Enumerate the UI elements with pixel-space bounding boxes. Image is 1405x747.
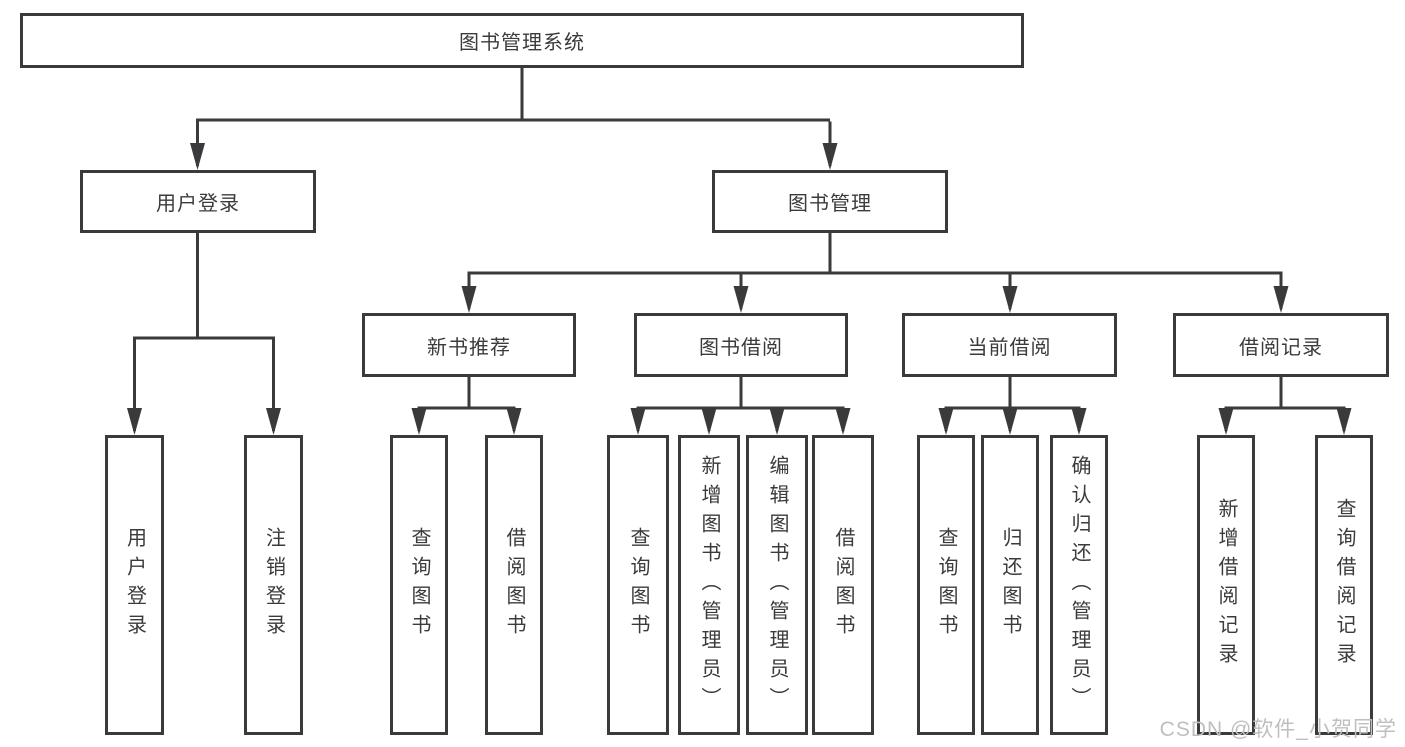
node-label: 借阅记录	[1239, 336, 1323, 359]
connector-bookborrow-to-leaves	[636, 377, 845, 431]
node-label: 编辑图书（管理员）	[766, 454, 788, 716]
arrow-icon	[461, 286, 477, 313]
connector-newbook-to-leaves	[417, 377, 516, 431]
node-user-login: 用户登录	[80, 170, 316, 233]
arrow-icon	[769, 408, 785, 435]
node-label: 查询图书	[935, 527, 957, 643]
arrow-icon	[701, 408, 717, 435]
node-label: 确认归还（管理员）	[1068, 454, 1090, 716]
arrow-icon	[411, 408, 427, 435]
node-borrowing-records: 借阅记录	[1173, 313, 1389, 377]
arrow-icon	[1002, 408, 1018, 435]
node-label: 注销登录	[262, 527, 285, 643]
connector-root-to-branches	[196, 68, 832, 166]
leaf-query-books-1: 查询图书	[390, 435, 448, 735]
arrow-icon	[266, 408, 281, 435]
node-label: 新增借阅记录	[1215, 498, 1237, 672]
node-label: 查询借阅记录	[1333, 498, 1355, 672]
node-label: 图书管理	[788, 193, 872, 215]
arrow-icon	[190, 143, 205, 170]
node-label: 归还图书	[999, 527, 1021, 643]
arrow-icon	[822, 143, 838, 170]
arrow-icon	[1336, 408, 1352, 435]
node-book-borrowing: 图书借阅	[634, 313, 848, 377]
arrow-icon	[1002, 286, 1018, 313]
node-label: 查询图书	[627, 527, 649, 643]
node-book-management: 图书管理	[712, 170, 948, 233]
node-label: 用户登录	[123, 527, 146, 643]
node-label: 用户登录	[156, 193, 240, 215]
leaf-add-books-admin: 新增图书（管理员）	[678, 435, 740, 735]
arrow-icon	[127, 408, 142, 435]
leaf-user-login: 用户登录	[105, 435, 164, 735]
node-current-borrowing: 当前借阅	[902, 313, 1117, 377]
arrowheads	[127, 143, 1352, 435]
arrow-icon	[938, 408, 954, 435]
arrow-icon	[1071, 408, 1087, 435]
arrow-icon	[733, 286, 749, 313]
arrow-icon	[835, 408, 851, 435]
csdn-watermark: CSDN @软件_小贺同学	[1159, 718, 1397, 741]
node-label: 图书借阅	[699, 336, 783, 359]
leaf-query-borrow-record: 查询借阅记录	[1315, 435, 1373, 735]
arrow-icon	[506, 408, 522, 435]
leaf-query-books-2: 查询图书	[607, 435, 669, 735]
connector-bookmgmt-to-modules	[467, 233, 1283, 309]
leaf-borrow-books-2: 借阅图书	[812, 435, 874, 735]
node-label: 借阅图书	[832, 527, 854, 643]
arrow-icon	[630, 408, 646, 435]
node-system-root: 图书管理系统	[20, 13, 1024, 68]
node-label: 查询图书	[408, 527, 430, 643]
arrow-icon	[1273, 286, 1289, 313]
leaf-return-books: 归还图书	[981, 435, 1039, 735]
node-label: 图书管理系统	[459, 32, 585, 54]
arrow-icon	[1218, 408, 1234, 435]
connector-records-to-leaves	[1224, 377, 1346, 431]
leaf-edit-books-admin: 编辑图书（管理员）	[746, 435, 808, 735]
node-new-book-recommend: 新书推荐	[362, 313, 576, 377]
node-label: 借阅图书	[503, 527, 525, 643]
node-label: 当前借阅	[967, 336, 1052, 359]
leaf-logout: 注销登录	[244, 435, 303, 735]
leaf-query-books-3: 查询图书	[917, 435, 975, 735]
node-label: 新书推荐	[427, 336, 511, 359]
leaf-add-borrow-record: 新增借阅记录	[1197, 435, 1255, 735]
connector-userlogin-to-leaves	[133, 233, 275, 431]
leaf-confirm-return-admin: 确认归还（管理员）	[1050, 435, 1108, 735]
leaf-borrow-books-1: 借阅图书	[485, 435, 543, 735]
node-label: 新增图书（管理员）	[698, 454, 720, 716]
